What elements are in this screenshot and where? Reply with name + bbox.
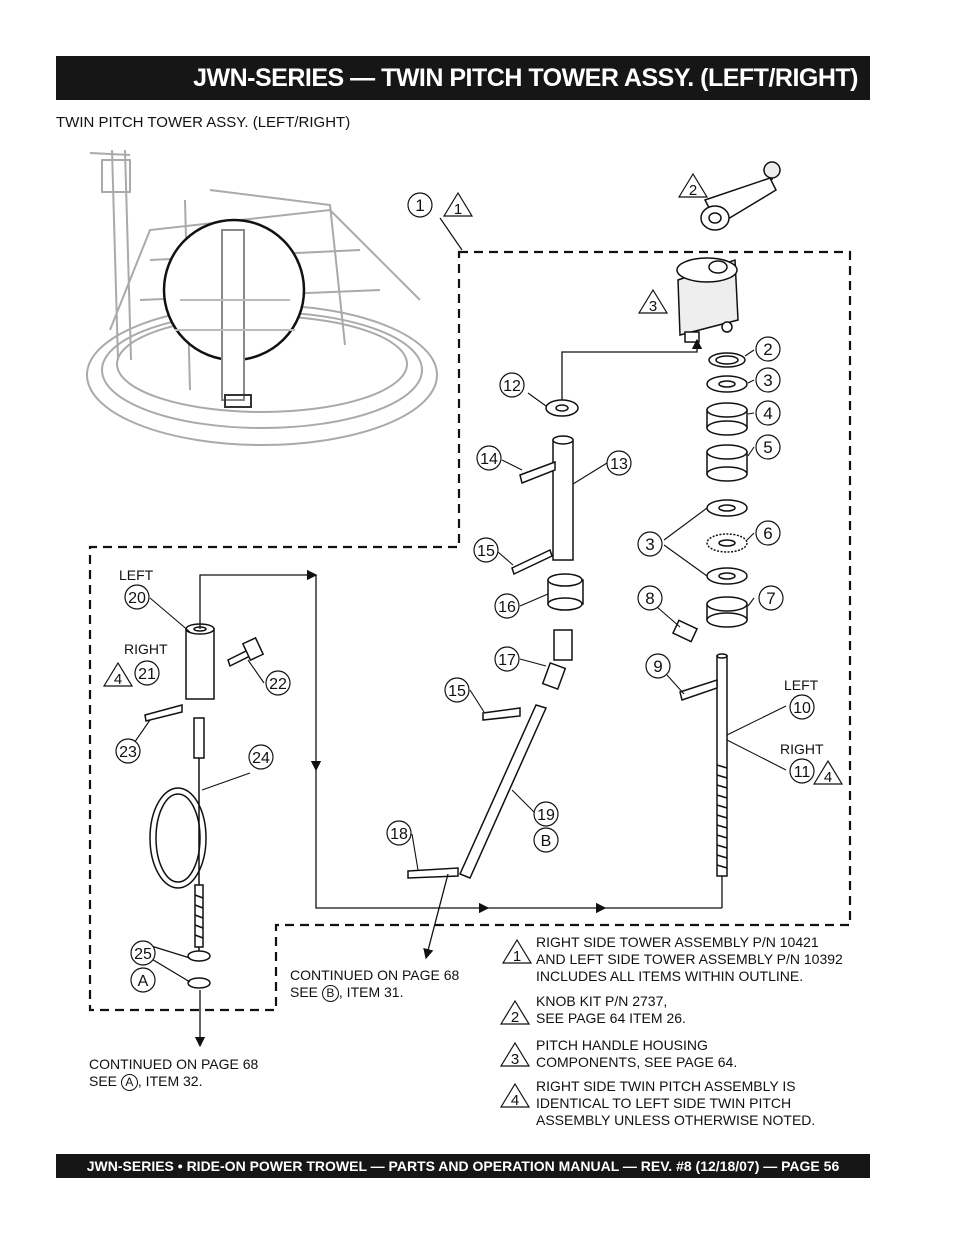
callout-B: B — [541, 833, 552, 850]
callout-6: 6 — [763, 524, 772, 543]
note-marker-1: 1 — [454, 201, 462, 218]
left-label-a: LEFT — [119, 567, 154, 583]
continued-note-b: CONTINUED ON PAGE 68 SEE B, ITEM 31. — [290, 967, 460, 1002]
callout-14: 14 — [480, 451, 498, 468]
trowel-overview-illustration — [86, 149, 438, 446]
note-triangles — [102, 172, 844, 1108]
pitch-shaft-part — [679, 653, 728, 877]
ref-a-circle: A — [120, 1074, 138, 1091]
callout-20: 20 — [128, 590, 146, 607]
callout-23: 23 — [119, 744, 137, 761]
callout-8: 8 — [645, 589, 654, 608]
pitch-housing-part — [676, 257, 739, 343]
note-4-text: RIGHT SIDE TWIN PITCH ASSEMBLY IS IDENTI… — [536, 1078, 816, 1128]
callout-11: 11 — [794, 764, 811, 781]
note-marker-4b: 4 — [824, 769, 832, 786]
ref-b-circle: B — [321, 985, 339, 1002]
callout-1: 1 — [415, 196, 424, 215]
callout-22: 22 — [269, 676, 287, 693]
note-1-text: RIGHT SIDE TOWER ASSEMBLY P/N 10421 AND … — [536, 934, 843, 984]
callout-21: 21 — [138, 666, 156, 683]
assembly-outline — [88, 250, 852, 1012]
callout-12: 12 — [503, 378, 521, 395]
callout-17: 17 — [498, 652, 516, 669]
callout-25: 25 — [134, 946, 152, 963]
callout-16: 16 — [498, 599, 516, 616]
callout-13: 13 — [610, 456, 628, 473]
callout-4: 4 — [763, 404, 772, 423]
note-num-1: 1 — [513, 948, 521, 965]
callout-circles — [115, 192, 815, 993]
callout-19: 19 — [537, 807, 555, 824]
callout-9: 9 — [653, 657, 662, 676]
right-label-a: RIGHT — [124, 641, 168, 657]
left-cable-parts — [144, 623, 265, 989]
right-stack-parts — [671, 352, 748, 643]
callout-10: 10 — [793, 700, 811, 717]
center-column-parts — [407, 399, 584, 879]
connection-arrows — [147, 338, 723, 1048]
callout-24: 24 — [252, 750, 270, 767]
note-num-3: 3 — [511, 1051, 519, 1068]
right-label-b: RIGHT — [780, 741, 824, 757]
continued-note-a: CONTINUED ON PAGE 68 SEE A, ITEM 32. — [89, 1056, 259, 1091]
callout-3b: 3 — [645, 535, 654, 554]
left-label-b: LEFT — [784, 677, 819, 693]
callout-15: 15 — [477, 543, 495, 560]
note-2-text: KNOB KIT P/N 2737, SEE PAGE 64 ITEM 26. — [536, 993, 686, 1026]
note-num-4: 4 — [511, 1092, 519, 1109]
note-marker-2: 2 — [689, 182, 697, 199]
callout-18: 18 — [390, 826, 408, 843]
callout-3: 3 — [763, 371, 772, 390]
page-footer: JWN-SERIES • RIDE-ON POWER TROWEL — PART… — [56, 1154, 870, 1178]
note-3-text: PITCH HANDLE HOUSING COMPONENTS, SEE PAG… — [536, 1037, 738, 1070]
callout-2: 2 — [763, 340, 772, 359]
pitch-handle-part — [700, 161, 781, 231]
callout-15b: 15 — [448, 683, 466, 700]
note-marker-4a: 4 — [114, 671, 122, 688]
callout-7: 7 — [766, 589, 775, 608]
note-marker-3: 3 — [649, 298, 657, 315]
callout-A: A — [138, 973, 149, 990]
callout-5: 5 — [763, 438, 772, 457]
note-num-2: 2 — [511, 1009, 519, 1026]
section-subtitle: TWIN PITCH TOWER ASSY. (LEFT/RIGHT) — [56, 114, 351, 131]
page-title: JWN-SERIES — TWIN PITCH TOWER ASSY. (LEF… — [56, 56, 870, 100]
